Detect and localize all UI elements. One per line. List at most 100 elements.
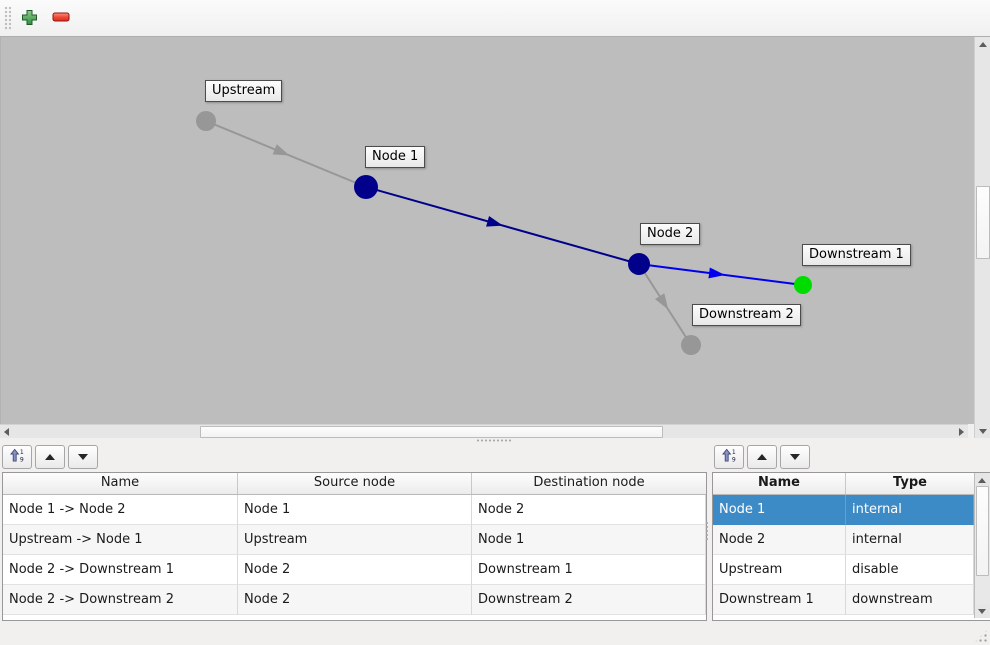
triangle-down-icon: [978, 428, 987, 434]
table-cell[interactable]: Downstream 1: [472, 555, 706, 585]
graph-svg: [196, 111, 812, 355]
sort-ascending-icon: 1 9: [9, 448, 25, 467]
move-node-up-button[interactable]: [747, 445, 777, 469]
table-cell[interactable]: Downstream 2: [472, 585, 706, 615]
move-connection-down-button[interactable]: [68, 445, 98, 469]
scroll-down-button[interactable]: [975, 604, 989, 618]
move-down-icon: [78, 454, 88, 460]
table-cell[interactable]: Node 2: [713, 525, 846, 555]
move-connection-up-button[interactable]: [35, 445, 65, 469]
edge-arrow-icon: [655, 293, 669, 310]
scroll-left-button[interactable]: [0, 425, 13, 438]
horizontal-scroll-thumb[interactable]: [200, 426, 663, 438]
table-cell[interactable]: Node 2: [472, 495, 706, 525]
splitter-grip-icon: [476, 439, 512, 442]
table-cell[interactable]: Node 1: [472, 525, 706, 555]
column-header[interactable]: Name: [713, 473, 846, 494]
triangle-up-icon: [978, 41, 987, 47]
minus-icon: [52, 11, 70, 27]
vertical-splitter[interactable]: [705, 521, 709, 541]
table-cell[interactable]: Upstream: [238, 525, 472, 555]
node-label[interactable]: Upstream: [205, 80, 283, 102]
graph-node[interactable]: [681, 335, 701, 355]
graph-node[interactable]: [196, 111, 216, 131]
graph-node[interactable]: [354, 175, 378, 199]
plus-icon: [21, 9, 38, 30]
horizontal-splitter[interactable]: [0, 438, 990, 443]
table-cell[interactable]: Node 1 -> Node 2: [3, 495, 238, 525]
remove-button[interactable]: [49, 7, 73, 31]
table-cell[interactable]: Downstream 1: [713, 585, 846, 615]
table-cell[interactable]: Node 1: [713, 495, 846, 525]
triangle-down-icon: [978, 608, 986, 614]
scroll-up-button[interactable]: [975, 473, 989, 487]
table-cell[interactable]: Node 2: [238, 585, 472, 615]
main-toolbar: [0, 0, 990, 37]
sort-nodes-button[interactable]: 1 9: [714, 445, 744, 469]
column-header[interactable]: Destination node: [533, 475, 645, 490]
table-cell[interactable]: Node 1: [238, 495, 472, 525]
node-label[interactable]: Node 2: [640, 223, 701, 245]
add-button[interactable]: [17, 7, 41, 31]
graph-node[interactable]: [628, 253, 650, 275]
window-resize-grip[interactable]: [974, 629, 988, 643]
node-label[interactable]: Downstream 2: [692, 304, 801, 326]
triangle-right-icon: [959, 427, 964, 436]
move-up-icon: [45, 454, 55, 460]
nodes-table-scrollbar[interactable]: [974, 473, 990, 618]
table-scroll-thumb[interactable]: [976, 486, 989, 576]
move-down-icon: [790, 454, 800, 460]
table-cell[interactable]: Node 2: [238, 555, 472, 585]
edge-arrow-icon: [486, 215, 503, 227]
column-header[interactable]: Name: [3, 473, 238, 494]
svg-text:9: 9: [19, 456, 23, 462]
column-header[interactable]: Type: [893, 475, 927, 490]
edge-arrow-icon: [708, 267, 726, 279]
canvas-vertical-scrollbar[interactable]: [974, 37, 990, 438]
table-cell[interactable]: internal: [846, 525, 974, 555]
move-node-down-button[interactable]: [780, 445, 810, 469]
table-cell[interactable]: Node 2 -> Downstream 1: [3, 555, 238, 585]
column-header[interactable]: Source node: [238, 473, 472, 494]
svg-text:1: 1: [19, 449, 23, 456]
edge-arrow-icon: [272, 144, 290, 156]
svg-text:9: 9: [731, 456, 735, 462]
svg-text:1: 1: [731, 449, 735, 456]
scroll-up-button[interactable]: [975, 37, 990, 51]
node-label[interactable]: Node 1: [365, 146, 426, 168]
table-cell[interactable]: internal: [846, 495, 974, 525]
table-cell[interactable]: disable: [846, 555, 974, 585]
table-cell[interactable]: downstream: [846, 585, 974, 615]
triangle-up-icon: [978, 477, 986, 483]
scroll-down-button[interactable]: [975, 424, 990, 438]
graph-node[interactable]: [794, 276, 812, 294]
triangle-left-icon: [4, 427, 9, 436]
toolbar-drag-handle[interactable]: [4, 6, 11, 31]
canvas-horizontal-scrollbar[interactable]: [0, 424, 968, 439]
nodes-table-header: Name Type: [713, 473, 990, 495]
sort-ascending-icon: 1 9: [721, 448, 737, 467]
sort-connections-button[interactable]: 1 9: [2, 445, 32, 469]
table-cell[interactable]: Upstream -> Node 1: [3, 525, 238, 555]
table-cell[interactable]: Upstream: [713, 555, 846, 585]
table-cell[interactable]: Node 2 -> Downstream 2: [3, 585, 238, 615]
vertical-scroll-thumb[interactable]: [976, 186, 990, 259]
scroll-right-button[interactable]: [955, 425, 968, 438]
node-label[interactable]: Downstream 1: [802, 244, 911, 266]
